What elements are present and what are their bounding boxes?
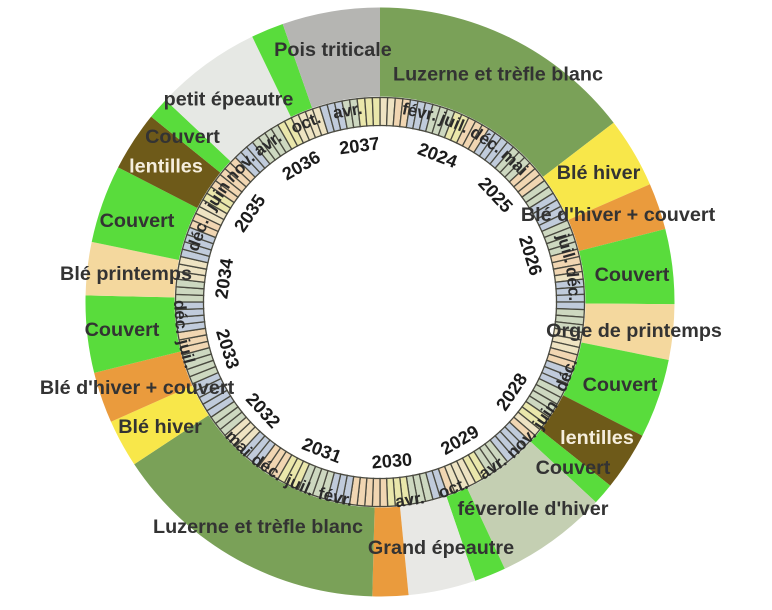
svg-text:avr.: avr. (394, 488, 426, 511)
svg-text:petit épeautre: petit épeautre (164, 89, 294, 111)
svg-text:déc.: déc. (562, 266, 584, 302)
svg-text:Couvert: Couvert (100, 210, 175, 232)
svg-text:Couvert: Couvert (583, 374, 658, 396)
svg-text:Couvert: Couvert (595, 264, 670, 286)
svg-text:déc.: déc. (170, 299, 191, 334)
svg-text:Blé printemps: Blé printemps (60, 263, 192, 285)
svg-text:lentilles: lentilles (560, 427, 634, 449)
svg-text:Couvert: Couvert (85, 319, 160, 341)
svg-text:lentilles: lentilles (129, 156, 203, 178)
svg-text:Blé hiver: Blé hiver (118, 416, 202, 438)
svg-text:féverolle d'hiver: féverolle d'hiver (458, 498, 609, 520)
svg-text:Couvert: Couvert (145, 126, 220, 148)
svg-text:Blé d'hiver + couvert: Blé d'hiver + couvert (40, 377, 235, 399)
svg-text:Luzerne et trèfle blanc: Luzerne et trèfle blanc (153, 516, 363, 538)
svg-text:Blé hiver: Blé hiver (557, 162, 641, 184)
svg-text:Orge de printemps: Orge de printemps (546, 320, 722, 342)
svg-text:avr.: avr. (331, 99, 363, 123)
svg-text:Pois triticale: Pois triticale (274, 39, 392, 61)
svg-text:Luzerne et trèfle blanc: Luzerne et trèfle blanc (393, 64, 603, 86)
svg-text:Grand épeautre: Grand épeautre (368, 537, 514, 559)
svg-text:2030: 2030 (371, 450, 413, 473)
svg-text:Couvert: Couvert (536, 457, 611, 479)
svg-text:Blé d'hiver + couvert: Blé d'hiver + couvert (521, 204, 716, 226)
